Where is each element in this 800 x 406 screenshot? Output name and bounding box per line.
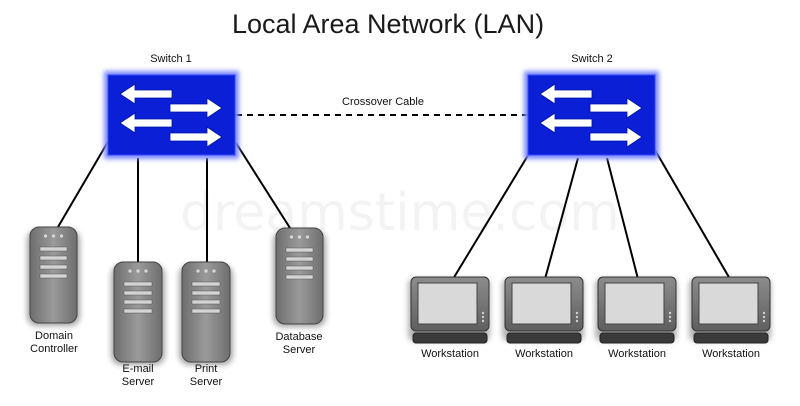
monitor-button bbox=[668, 311, 672, 315]
switch-2-label: Switch 2 bbox=[571, 53, 613, 65]
server-led bbox=[59, 234, 64, 238]
link-switch1-domain-controller bbox=[57, 139, 110, 228]
switch-1-label: Switch 1 bbox=[150, 53, 192, 65]
server-drive-bay bbox=[191, 308, 221, 314]
servers: DomainControllerE-mailServerPrintServerD… bbox=[27, 226, 326, 388]
link-switch1-database-server bbox=[235, 142, 291, 229]
server-drive-bay bbox=[285, 247, 314, 253]
server-drive-bay bbox=[285, 265, 314, 271]
monitor-screen bbox=[511, 282, 572, 325]
keyboard-icon bbox=[412, 332, 488, 344]
switch-1: Switch 1 bbox=[104, 53, 239, 159]
monitor-button bbox=[575, 315, 579, 319]
switch-2-arrows-icon bbox=[539, 83, 643, 148]
monitor-button bbox=[762, 311, 766, 315]
server-led bbox=[51, 234, 56, 238]
switch-2-body bbox=[527, 74, 656, 156]
monitor-button bbox=[762, 319, 766, 323]
link-switch2-workstation-3 bbox=[606, 157, 639, 280]
monitor-button bbox=[481, 315, 485, 319]
monitor-button bbox=[762, 315, 766, 319]
server-led bbox=[43, 234, 48, 238]
server-label: Server bbox=[122, 376, 155, 388]
monitor-button bbox=[668, 315, 672, 319]
monitor-button bbox=[668, 319, 672, 323]
connections bbox=[57, 139, 731, 280]
crossover-cable-label: Crossover Cable bbox=[342, 96, 424, 108]
server-label: Server bbox=[190, 376, 223, 388]
server-drive-bay bbox=[39, 255, 68, 261]
server-drive-bay bbox=[39, 264, 68, 270]
workstation-3: Workstation bbox=[595, 276, 677, 360]
server-label: Domain bbox=[35, 330, 73, 342]
workstation-2: Workstation bbox=[502, 276, 584, 360]
server-led bbox=[305, 235, 310, 239]
workstation-4: Workstation bbox=[689, 276, 771, 360]
server-drive-bay bbox=[191, 290, 221, 296]
server-drive-bay bbox=[39, 246, 68, 252]
server-drive-bay bbox=[123, 290, 153, 296]
server-led bbox=[196, 269, 200, 273]
workstations: Workstation Workstation Workstation Worksta… bbox=[408, 276, 771, 360]
keyboard-icon bbox=[506, 332, 582, 344]
server-label: Server bbox=[283, 344, 316, 356]
server-drive-bay bbox=[191, 281, 221, 287]
server-drive-bay bbox=[123, 308, 153, 314]
server-drive-bay bbox=[191, 299, 221, 305]
monitor-screen bbox=[698, 282, 759, 325]
server-led bbox=[289, 235, 294, 239]
keyboard-icon bbox=[693, 332, 769, 344]
monitor-screen bbox=[417, 282, 478, 325]
workstation-label: Workstation bbox=[421, 348, 479, 360]
server-drive-bay bbox=[123, 281, 153, 287]
server-drive-bay bbox=[39, 273, 68, 279]
server-label: E-mail bbox=[122, 363, 153, 375]
server-drive-bay bbox=[123, 299, 153, 305]
server-led bbox=[212, 269, 216, 273]
keyboard-icon bbox=[599, 332, 675, 344]
diagram-title: Local Area Network (LAN) bbox=[232, 9, 544, 39]
server-drive-bay bbox=[285, 274, 314, 280]
workstation-label: Workstation bbox=[608, 348, 666, 360]
workstation-label: Workstation bbox=[515, 348, 573, 360]
switch-2: Switch 2 bbox=[524, 53, 659, 159]
server-label: Controller bbox=[30, 343, 78, 355]
server-drive-bay bbox=[285, 256, 314, 262]
monitor-button bbox=[575, 319, 579, 323]
server-led bbox=[144, 269, 148, 273]
switch-1-body bbox=[107, 74, 236, 156]
server-led bbox=[297, 235, 302, 239]
monitor-screen bbox=[604, 282, 665, 325]
server-led bbox=[128, 269, 132, 273]
server-led bbox=[136, 269, 140, 273]
monitor-button bbox=[481, 319, 485, 323]
workstation-label: Workstation bbox=[702, 348, 760, 360]
switch-1-arrows-icon bbox=[119, 83, 223, 148]
server-label: Print bbox=[195, 363, 218, 375]
server-label: Database bbox=[275, 331, 322, 343]
workstation-1: Workstation bbox=[408, 276, 490, 360]
link-switch2-workstation-1 bbox=[452, 151, 531, 280]
monitor-button bbox=[575, 311, 579, 315]
monitor-button bbox=[481, 311, 485, 315]
watermark: dreamstime.com bbox=[180, 183, 620, 243]
server-led bbox=[204, 269, 208, 273]
link-switch2-workstation-4 bbox=[654, 149, 731, 280]
link-switch2-workstation-2 bbox=[544, 157, 579, 280]
